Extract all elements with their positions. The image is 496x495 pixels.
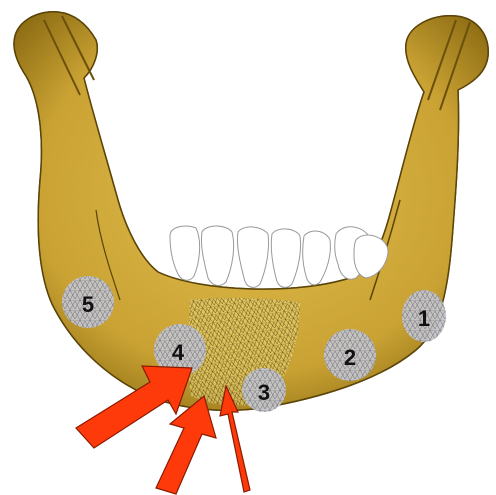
region-label-2: 2 (344, 345, 356, 370)
region-label-3: 3 (258, 380, 270, 405)
region-label-4: 4 (172, 340, 185, 365)
teeth (170, 226, 388, 287)
region-2: 2 (324, 329, 376, 381)
force-arrow-icon (156, 396, 216, 494)
region-label-5: 5 (82, 292, 94, 317)
tooth (201, 226, 233, 285)
mandible-mesh (14, 12, 488, 411)
tooth (170, 226, 200, 280)
tooth (303, 231, 331, 285)
tooth (237, 227, 268, 287)
region-5: 5 (62, 276, 114, 328)
region-label-1: 1 (418, 306, 430, 331)
region-1: 1 (402, 290, 446, 342)
tooth (271, 229, 300, 287)
region-3: 3 (242, 368, 286, 412)
